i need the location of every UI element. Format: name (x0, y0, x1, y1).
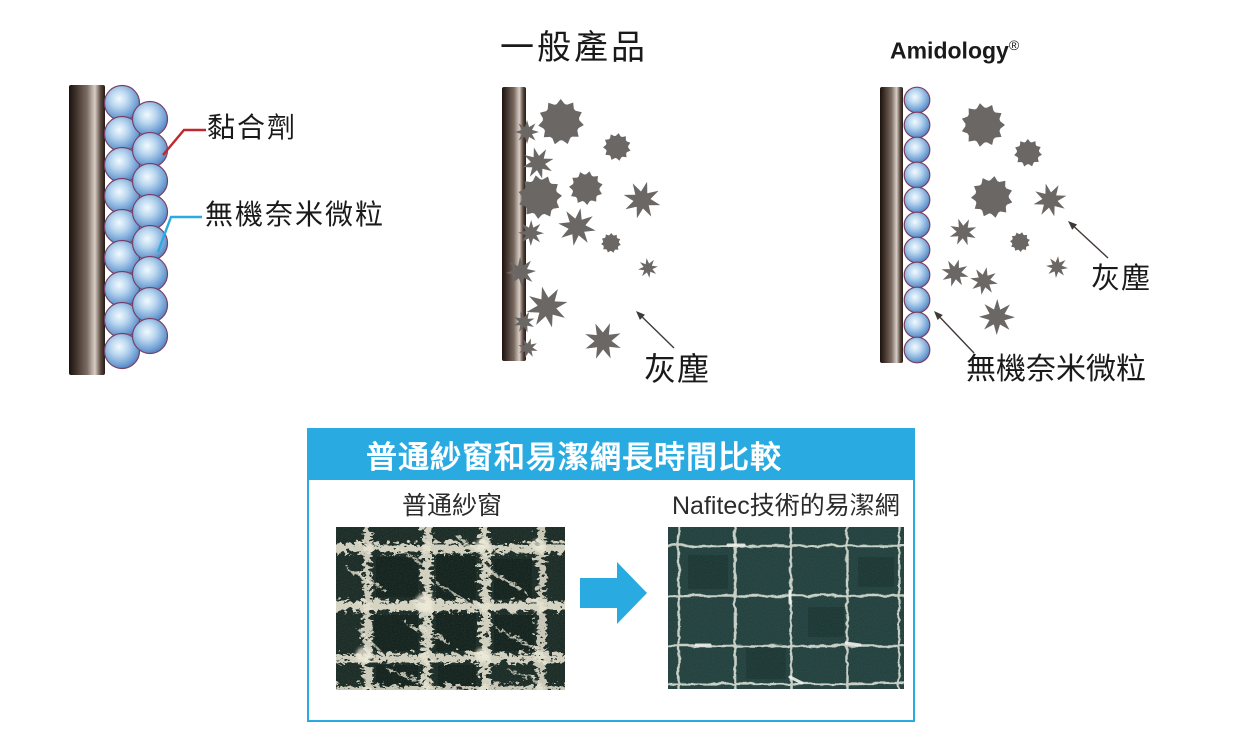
right-block-arrow-icon (580, 562, 647, 624)
nano-particle-sphere (103, 332, 141, 370)
dust-particle (941, 259, 969, 287)
adhesive-leader-line (162, 128, 206, 156)
dust-particle (518, 338, 538, 358)
dust-particle (506, 257, 536, 287)
dust-particle (979, 299, 1015, 335)
dust-particle (1046, 256, 1068, 278)
dust-label-right: 灰塵 (1091, 263, 1152, 295)
nano-particle-sphere (903, 236, 931, 264)
nano-particle-sphere (131, 317, 169, 355)
nano-particle-sphere (131, 286, 169, 324)
nano-particle-sphere (903, 336, 931, 364)
amidology-title: Amidology® (890, 37, 1020, 64)
nano-particle-sphere (903, 286, 931, 314)
nano-particle-sphere (131, 255, 169, 293)
caption-ordinary-screen: 普通紗窗 (402, 492, 503, 520)
dust-particle-spikes (538, 99, 584, 145)
fiber-rod-left (69, 85, 105, 375)
nano-particle-sphere (903, 186, 931, 214)
adhesive-label: 黏合劑 (207, 112, 298, 143)
middle-panel-title: 一般產品 (500, 29, 648, 67)
pointer-arrow-line (1074, 226, 1109, 259)
nano-particle-sphere (903, 111, 931, 139)
dust-particle-spikes (603, 133, 631, 161)
dust-particle (949, 218, 977, 246)
registered-trademark-mark: ® (1008, 37, 1020, 53)
nano-particle-sphere (903, 211, 931, 239)
dust-particle (522, 147, 554, 179)
dust-particle-spikes (961, 103, 1005, 147)
comparison-title: 普通紗窗和易潔網長時間比較 (366, 439, 782, 475)
dust-particle (623, 181, 661, 219)
pointer-arrowhead (1068, 221, 1078, 230)
dust-particle (638, 258, 658, 278)
fiber-rod-right (880, 87, 903, 363)
dust-particle (970, 267, 998, 295)
clean-screen-photo (668, 527, 904, 689)
dust-particle-spikes (518, 175, 562, 219)
caption-nafitec-screen: Nafitec技術的易潔網 (672, 492, 900, 520)
pointer-arrow-line (641, 316, 675, 349)
pointer-arrow-line (939, 317, 975, 354)
nano-leader-line (156, 215, 202, 253)
dust-particle-spikes (601, 233, 621, 253)
dust-particle (513, 311, 535, 333)
nano-particle-label-right: 無機奈米微粒 (966, 353, 1146, 386)
dust-label-middle: 灰塵 (644, 351, 711, 387)
dust-particle (518, 220, 544, 246)
nano-particle-sphere (131, 193, 169, 231)
dust-particle-spikes (971, 176, 1013, 218)
dirty-screen-photo (336, 527, 565, 690)
dust-particle-spikes (569, 171, 603, 205)
nano-particle-sphere (903, 261, 931, 289)
pointer-arrowhead (636, 311, 645, 320)
nano-particle-sphere (903, 311, 931, 339)
nano-particle-sphere (131, 131, 169, 169)
dust-particle (1033, 183, 1067, 217)
dust-particle-spikes (1014, 139, 1042, 167)
dust-particle (526, 286, 568, 328)
dust-particle-spikes (1010, 232, 1030, 252)
dust-particle (515, 120, 539, 144)
nano-particle-sphere (903, 136, 931, 164)
fiber-rod-middle (502, 87, 526, 361)
comparison-header: 普通紗窗和易潔網長時間比較 (307, 428, 915, 480)
nano-particle-label-left: 無機奈米微粒 (205, 199, 386, 230)
nano-particle-sphere (131, 100, 169, 138)
nano-particle-sphere (903, 86, 931, 114)
amidology-brand-text: Amidology (890, 37, 1009, 64)
nano-particle-sphere (131, 162, 169, 200)
dust-particle (585, 323, 621, 359)
dust-particle (558, 208, 596, 246)
pointer-arrowhead (934, 311, 943, 320)
nano-particle-sphere (903, 161, 931, 189)
